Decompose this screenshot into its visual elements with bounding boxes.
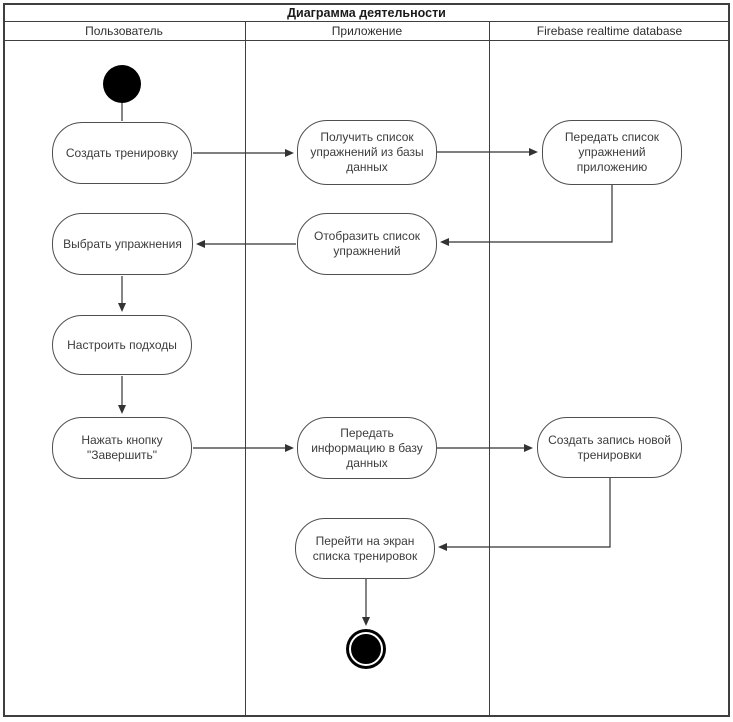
lane-divider-2 [489, 21, 490, 717]
node-press-finish: Нажать кнопку "Завершить" [52, 417, 192, 479]
node-send-exercises: Передать список упражнений приложению [542, 120, 682, 185]
node-choose-exercises: Выбрать упражнения [52, 213, 193, 275]
lane-header-firebase: Firebase realtime database [536, 24, 683, 38]
diagram-title: Диаграмма деятельности [287, 5, 446, 20]
node-send-info: Передать информацию в базу данных [297, 417, 437, 479]
node-show-exercises: Отобразить список упражнений [297, 213, 437, 275]
node-get-exercises: Получить список упражнений из базы данны… [297, 120, 437, 185]
header-divider [3, 40, 730, 41]
lane-header-app: Приложение [331, 24, 403, 38]
lane-header-user: Пользователь [85, 24, 163, 38]
node-go-to-list: Перейти на экран списка тренировок [295, 518, 435, 579]
diagram-border [3, 3, 730, 717]
final-node [346, 629, 386, 669]
node-create-workout: Создать тренировку [52, 122, 192, 184]
node-setup-sets: Настроить подходы [52, 315, 192, 375]
initial-node [103, 65, 141, 103]
node-create-record: Создать запись новой тренировки [537, 417, 682, 478]
title-divider [3, 21, 730, 22]
lane-divider-1 [245, 21, 246, 717]
